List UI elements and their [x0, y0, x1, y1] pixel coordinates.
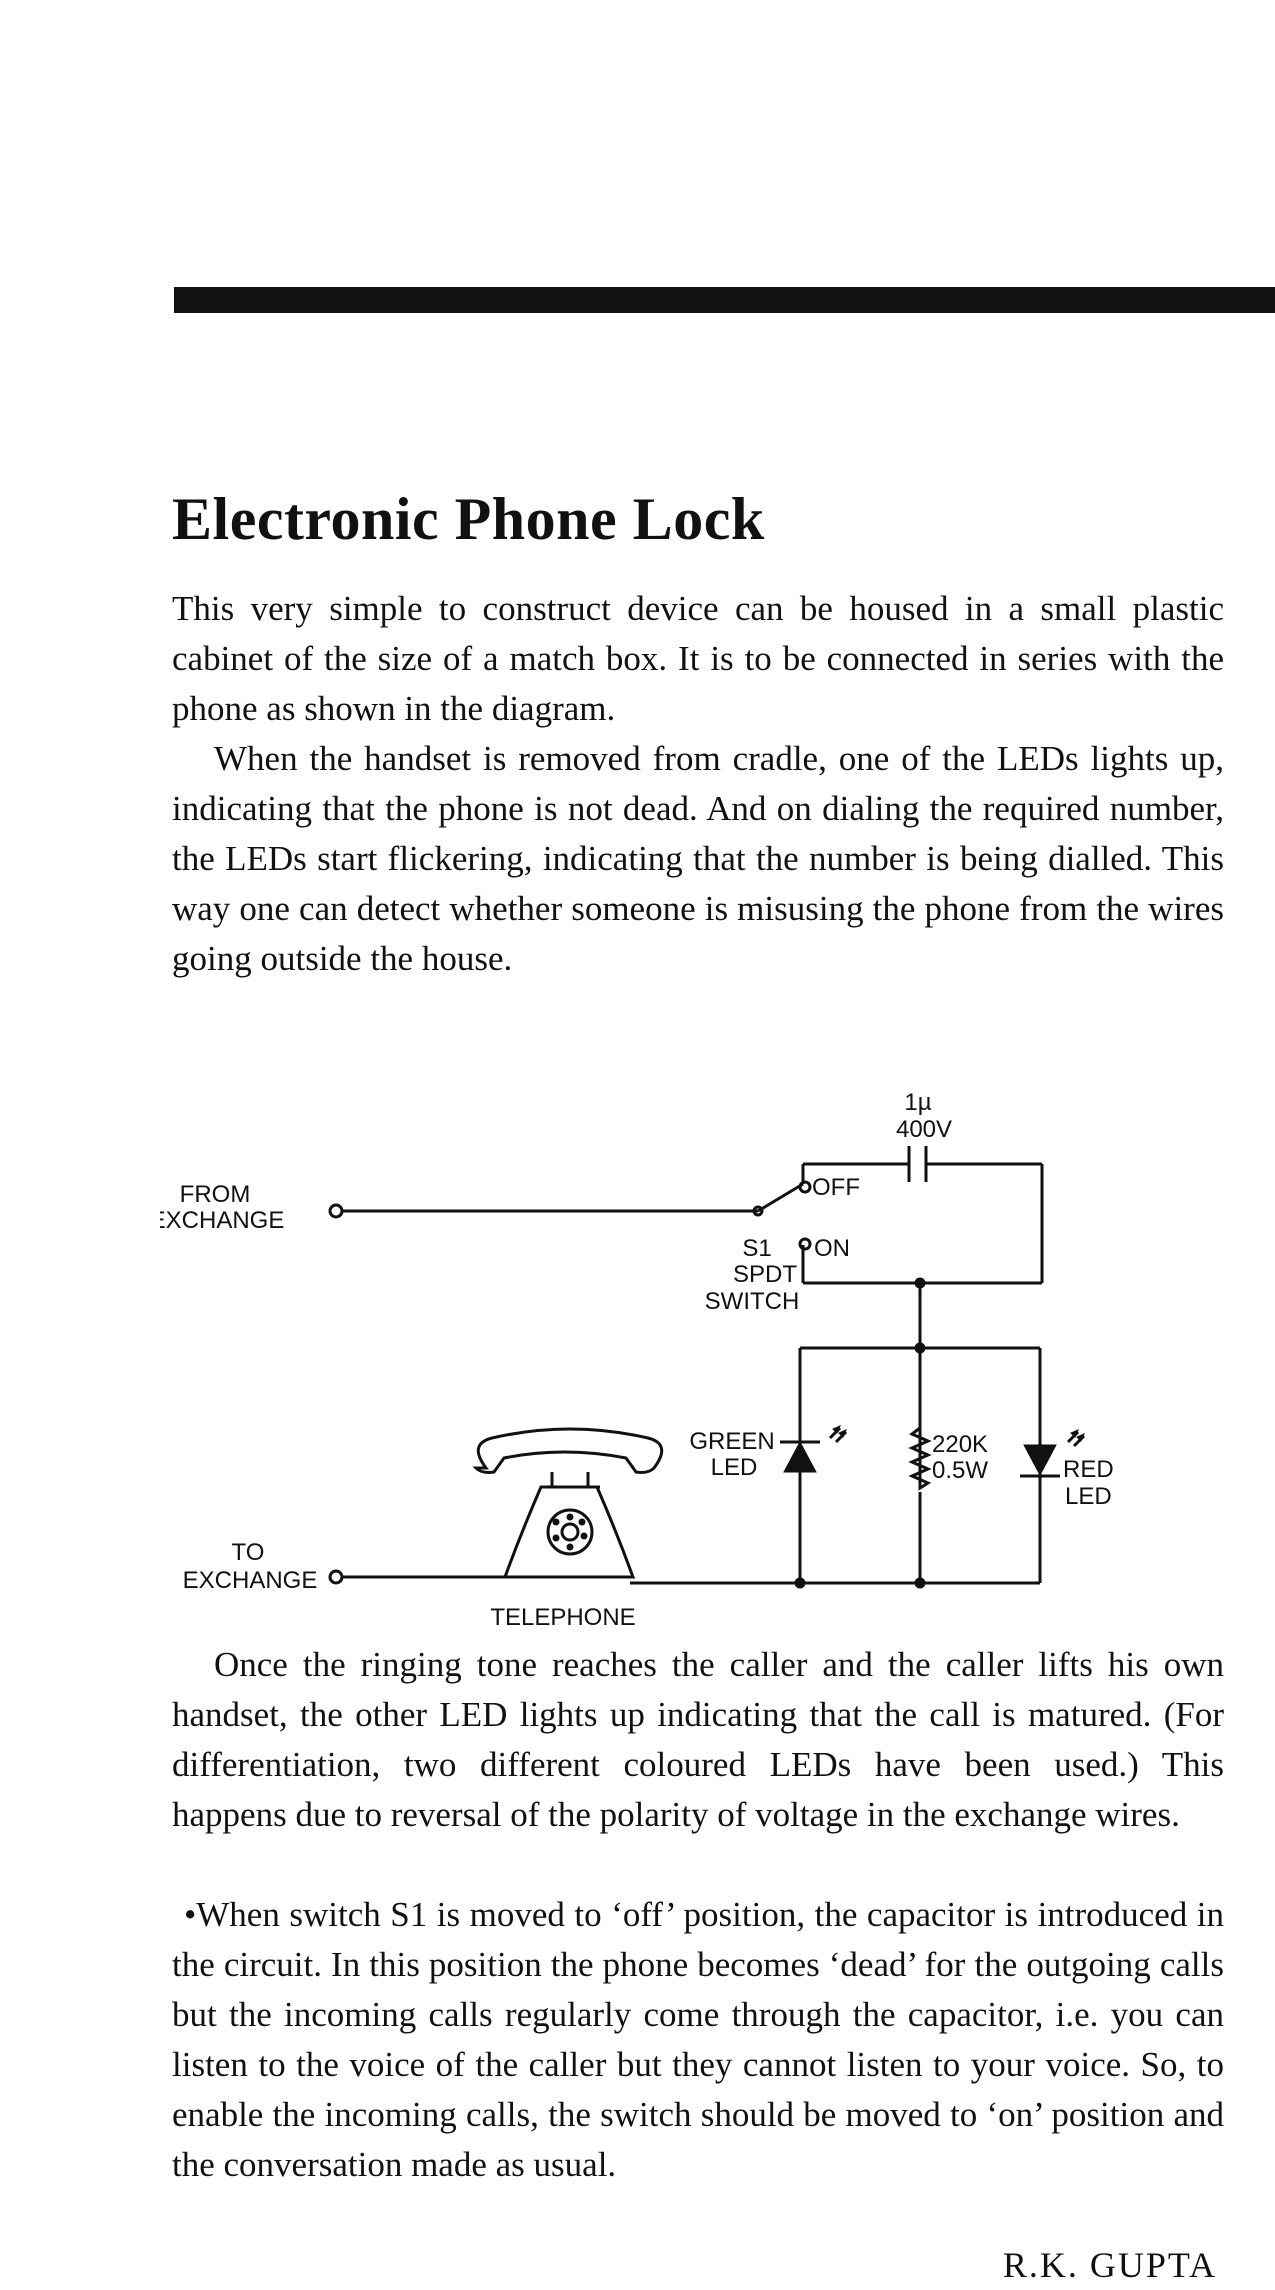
telephone-icon: [472, 1427, 664, 1579]
switch-on-contact: [798, 1237, 812, 1251]
red-led-symbol: [1020, 1429, 1086, 1478]
paragraph-intro: This very simple to construct device can…: [172, 589, 1224, 728]
author-name: R.K. GUPTA: [1002, 2245, 1217, 2285]
to-exchange-terminal: [328, 1569, 344, 1585]
to-exchange-label-line1: TO: [232, 1539, 265, 1566]
header-rule: [174, 287, 1275, 313]
from-exchange-terminal: [328, 1203, 344, 1219]
red-led-label-line1: RED: [1063, 1456, 1114, 1483]
switch-type-label: SPDT: [733, 1261, 797, 1288]
green-led-symbol: [780, 1425, 848, 1473]
circuit-diagram: FROM EXCHANGE TO EXCHANGE 1µ 400V OFF ON…: [160, 1089, 1114, 1631]
red-led-label-line2: LED: [1065, 1483, 1112, 1510]
capacitor-symbol: [907, 1146, 928, 1182]
switch-off-contact: [798, 1180, 812, 1194]
resistor-symbol: [908, 1425, 932, 1491]
to-exchange-label-line2: EXCHANGE: [183, 1567, 318, 1594]
from-exchange-label-line2: EXCHANGE: [160, 1207, 284, 1234]
circuit-wires: [342, 1162, 1044, 1585]
paragraph-ringing: Once the ringing tone reaches the caller…: [172, 1645, 1224, 1834]
switch-word-label: SWITCH: [705, 1288, 800, 1315]
switch-name-label: S1: [742, 1235, 771, 1262]
resistor-value-label: 220K: [932, 1431, 988, 1458]
switch-common-contact: [752, 1205, 764, 1217]
junction-dot: [794, 1577, 806, 1589]
green-led-label-line1: GREEN: [689, 1428, 774, 1455]
resistor-power-label: 0.5W: [932, 1457, 988, 1484]
green-led-label-line2: LED: [711, 1454, 758, 1481]
paragraph-handset: When the handset is removed from cradle,…: [172, 739, 1224, 978]
switch-off-label: OFF: [812, 1174, 860, 1201]
junction-dot: [914, 1342, 926, 1354]
junction-dot: [914, 1277, 926, 1289]
capacitor-value-label: 1µ: [904, 1089, 931, 1116]
paragraph-switch: •When switch S1 is moved to ‘off’ positi…: [172, 1895, 1224, 2184]
from-exchange-label-line1: FROM: [180, 1181, 251, 1208]
junction-dot: [914, 1577, 926, 1589]
capacitor-voltage-label: 400V: [896, 1116, 952, 1143]
telephone-label: TELEPHONE: [490, 1604, 635, 1631]
switch-on-label: ON: [814, 1235, 850, 1262]
article-title: Electronic Phone Lock: [172, 486, 765, 552]
